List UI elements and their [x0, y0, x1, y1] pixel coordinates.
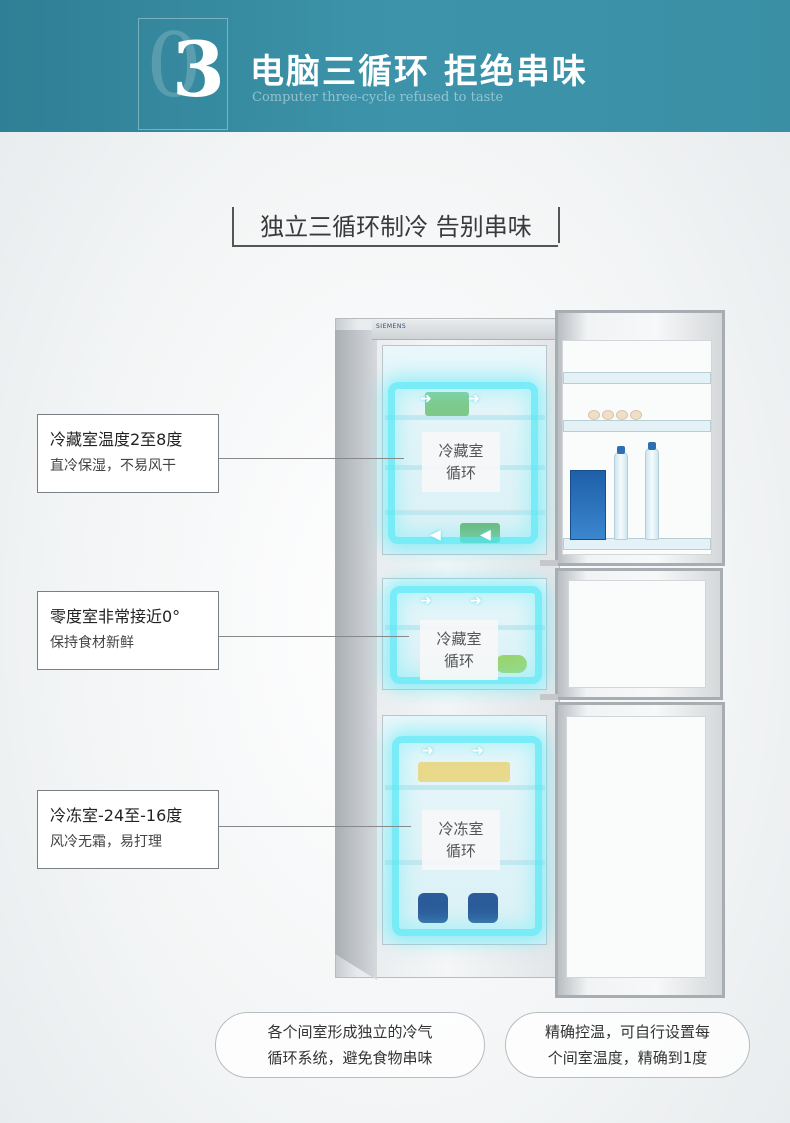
callout-title: 冷冻室-24至-16度: [50, 806, 183, 825]
bubble-line: 精确控温，可自行设置每: [544, 1023, 710, 1041]
zone-label-fridge: 冷藏室 循环: [422, 432, 500, 492]
bottle-cap-icon: [648, 442, 656, 450]
fridge-side-panel: [335, 330, 377, 980]
door-inner-panel: [566, 716, 706, 978]
zone-label-line2: 循环: [445, 464, 476, 482]
zone-label-line2: 循环: [445, 842, 476, 860]
section-title: 独立三循环制冷 告别串味: [232, 207, 560, 247]
egg-icon: [616, 410, 628, 420]
info-bubble-right: 精确控温，可自行设置每 个间室温度，精确到1度: [505, 1012, 750, 1078]
bottle-cap-icon: [617, 446, 625, 454]
bottle-icon: [614, 452, 628, 540]
number-frame: [138, 18, 228, 130]
vegetables-icon: [425, 392, 469, 416]
shelf: [385, 785, 545, 790]
egg-icon: [630, 410, 642, 420]
section-number: 3: [172, 25, 225, 114]
door-hinge: [540, 560, 558, 566]
circulation-glow-freezer: [392, 736, 542, 936]
ice-cream-icon: [468, 893, 498, 923]
callout-desc: 风冷无霜，易打理: [50, 834, 162, 850]
bubble-line: 循环系统，避免食物串味: [267, 1049, 433, 1067]
header-title: 电脑三循环 拒绝串味: [250, 52, 588, 92]
callout-leader-line: [219, 636, 409, 637]
header-subtitle-en: Computer three-cycle refused to taste: [252, 90, 504, 105]
bubble-line: 各个间室形成独立的冷气: [267, 1023, 433, 1041]
callout-title: 冷藏室温度2至8度: [50, 430, 183, 449]
arrow-right-icon: ➜: [422, 743, 434, 759]
circulation-glow-top: [388, 382, 538, 544]
arrow-left-icon: ◀: [480, 527, 491, 543]
brand-logo: SIEMENS: [376, 323, 407, 330]
number-ghost: 0: [146, 14, 202, 117]
egg-icon: [588, 410, 600, 420]
door-shelf: [563, 538, 711, 550]
door-shelf: [563, 420, 711, 432]
info-bubble-left: 各个间室形成独立的冷气 循环系统，避免食物串味: [215, 1012, 485, 1078]
door-shelf: [563, 372, 711, 384]
frozen-food-icon: [418, 762, 510, 782]
zone-label-line1: 冷藏室: [438, 442, 484, 460]
zone-label-line1: 冷藏室: [436, 630, 482, 648]
header-banner: 0 3 电脑三循环 拒绝串味 Computer three-cycle refu…: [0, 0, 790, 132]
zone-label-line2: 循环: [443, 652, 474, 670]
arrow-right-icon: ➜: [420, 391, 432, 407]
bottle-icon: [645, 448, 659, 540]
shelf: [385, 510, 545, 515]
callout-freezer: 冷冻室-24至-16度 风冷无霜，易打理: [37, 790, 219, 869]
callout-leader-line: [219, 826, 411, 827]
lime-icon: [495, 655, 527, 673]
egg-icon: [602, 410, 614, 420]
bubble-line: 个间室温度，精确到1度: [547, 1049, 708, 1067]
arrow-right-icon: ➜: [470, 593, 482, 609]
callout-title: 零度室非常接近0°: [50, 607, 181, 626]
ice-cream-icon: [418, 893, 448, 923]
callout-leader-line: [219, 458, 404, 459]
door-hinge: [540, 694, 558, 700]
arrow-right-icon: ➜: [468, 391, 480, 407]
arrow-right-icon: ➜: [472, 743, 484, 759]
control-strip: [372, 320, 560, 340]
callout-desc: 直冷保湿，不易风干: [50, 458, 176, 474]
arrow-right-icon: ➜: [420, 593, 432, 609]
callout-desc: 保持食材新鲜: [50, 635, 134, 651]
zone-label-freezer: 冷冻室 循环: [422, 810, 500, 870]
callout-fridge: 冷藏室温度2至8度 直冷保湿，不易风干: [37, 414, 219, 493]
callout-zero: 零度室非常接近0° 保持食材新鲜: [37, 591, 219, 670]
zone-label-zero: 冷藏室 循环: [420, 620, 498, 680]
door-inner-panel: [568, 580, 706, 688]
zone-label-line1: 冷冻室: [438, 820, 484, 838]
circulation-glow-middle: [390, 586, 542, 684]
milk-carton-icon: [570, 470, 606, 540]
arrow-left-icon: ◀: [430, 527, 441, 543]
